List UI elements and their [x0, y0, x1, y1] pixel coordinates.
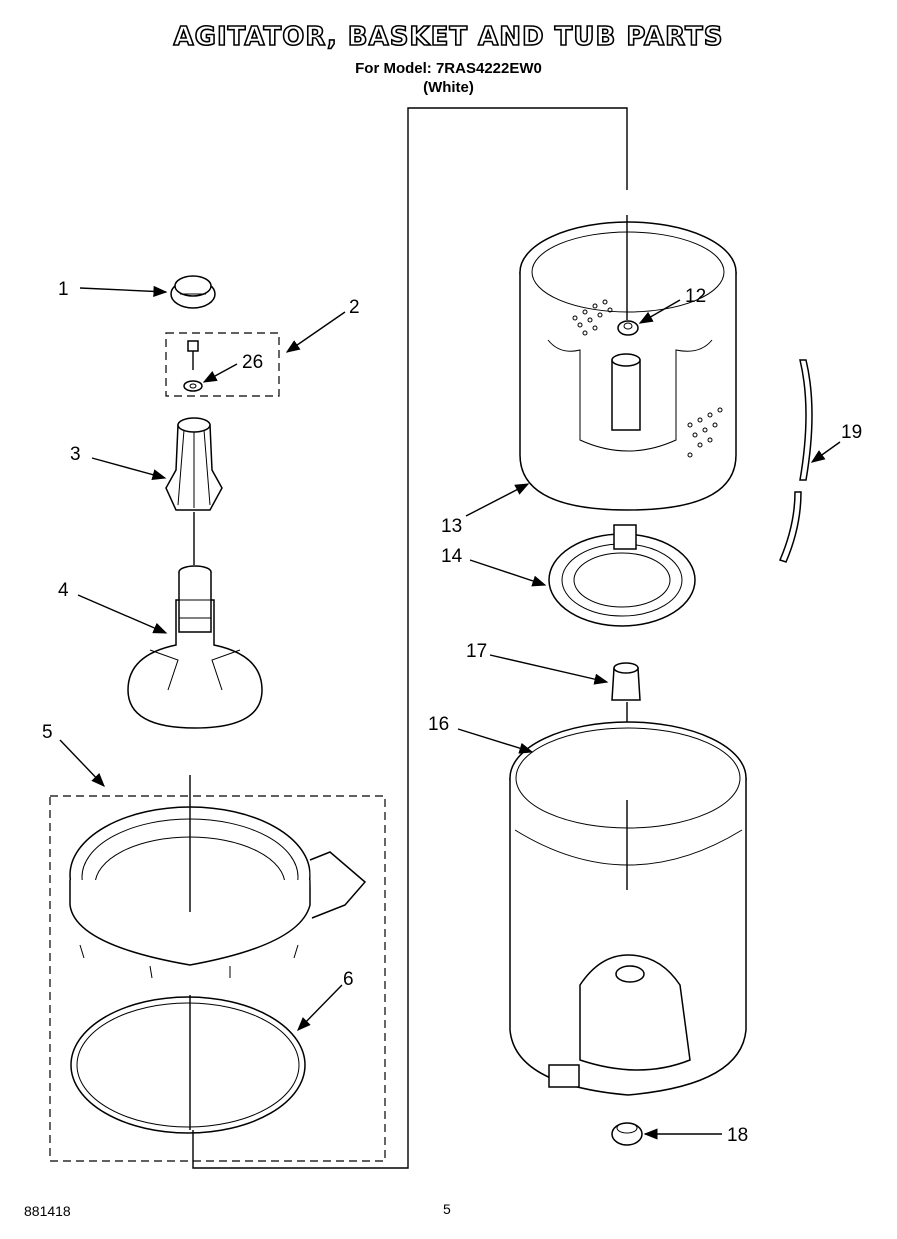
callout-6: 6	[343, 969, 354, 990]
leader-4	[77, 594, 168, 634]
model-line: For Model: 7RAS4222EW0	[355, 60, 542, 77]
callout-16: 16	[428, 714, 449, 735]
leader-12	[638, 299, 681, 324]
callout-5: 5	[42, 722, 53, 743]
leader-3	[91, 457, 167, 481]
callout-19: 19	[841, 422, 862, 443]
leader-14	[469, 559, 547, 587]
part-2-bolt[interactable]	[187, 340, 199, 370]
part-2-kit-box	[165, 332, 280, 397]
color-line: (White)	[423, 79, 474, 96]
part-5-tub-ring[interactable]	[69, 806, 367, 979]
callout-13: 13	[441, 516, 462, 537]
document-code: 881418	[24, 1203, 71, 1219]
part-26-washer[interactable]	[183, 380, 203, 392]
part-14-hub[interactable]	[548, 524, 696, 627]
basket-perforations-right	[687, 407, 723, 458]
page-number: 5	[443, 1201, 451, 1217]
part-4-agitator-base[interactable]	[127, 565, 263, 729]
callout-2: 2	[349, 297, 360, 318]
callout-1: 1	[58, 279, 69, 300]
callout-18: 18	[727, 1125, 748, 1146]
leader-6	[297, 984, 343, 1032]
callout-3: 3	[70, 444, 81, 465]
basket-perforations-left	[572, 299, 613, 336]
leader-1	[79, 285, 168, 298]
callout-4: 4	[58, 580, 69, 601]
callout-17: 17	[466, 641, 487, 662]
leader-2	[285, 311, 346, 353]
callout-12: 12	[685, 286, 706, 307]
leader-26	[202, 363, 238, 383]
part-16-outer-tub[interactable]	[509, 721, 747, 1096]
leader-17	[489, 654, 609, 685]
callout-26: 26	[242, 352, 263, 373]
part-3-agitator-barrel[interactable]	[165, 417, 223, 511]
leader-5	[59, 739, 105, 788]
part-1-agitator-cap[interactable]	[170, 275, 216, 309]
part-12-hub-nut[interactable]	[617, 320, 639, 336]
part-6-snap-ring[interactable]	[70, 996, 306, 1134]
part-17-seal[interactable]	[611, 662, 641, 701]
part-19-hose[interactable]	[778, 359, 813, 563]
page-title: AGITATOR, BASKET AND TUB PARTS	[173, 21, 724, 53]
connector-line	[192, 107, 628, 1169]
part-13-basket[interactable]	[519, 221, 737, 511]
leader-16	[457, 728, 534, 754]
leader-19	[810, 441, 841, 463]
callout-14: 14	[441, 546, 463, 567]
part-18-bearing[interactable]	[611, 1122, 643, 1146]
leader-13	[465, 483, 530, 517]
